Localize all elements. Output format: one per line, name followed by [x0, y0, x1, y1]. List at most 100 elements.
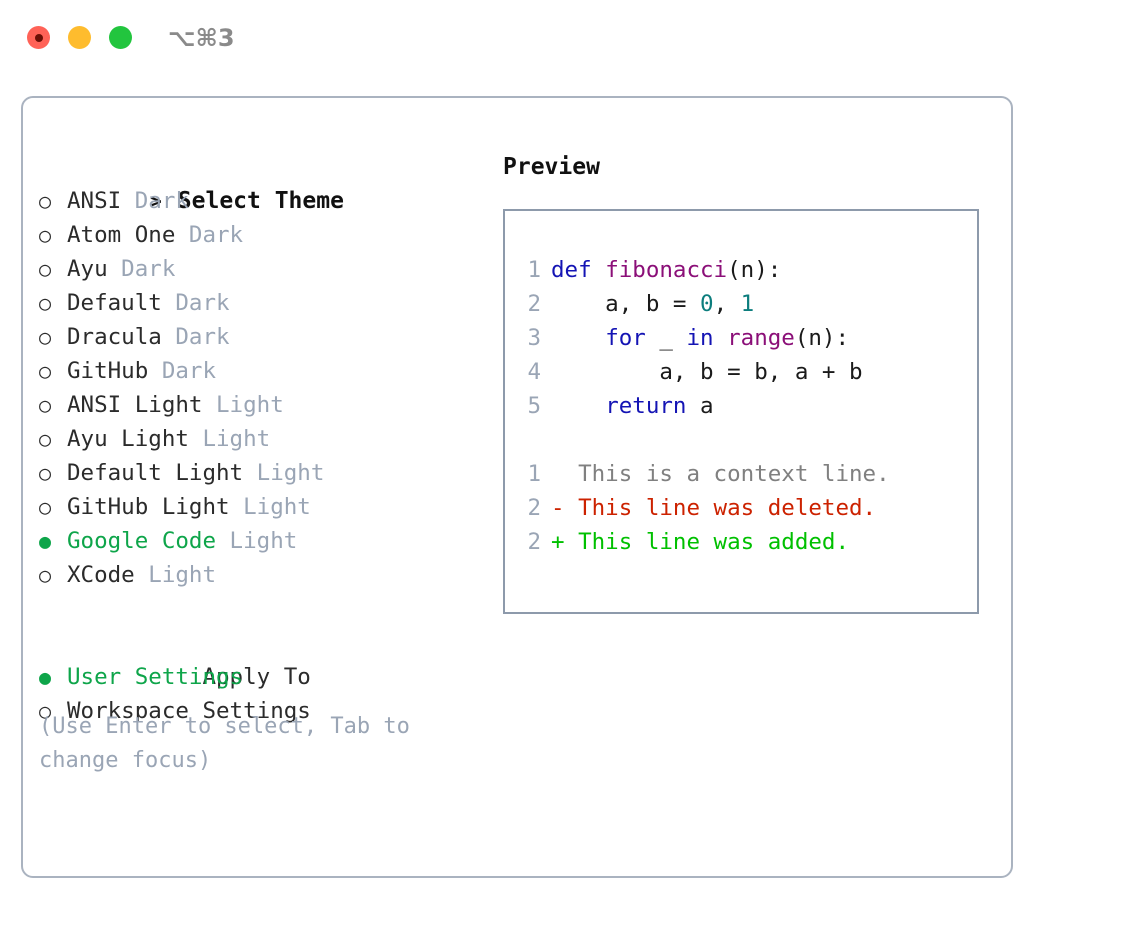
code-line: 3 for _ in range(n): — [505, 321, 977, 355]
code-token-kw: for — [605, 325, 646, 351]
select-theme-heading-label: Select Theme — [177, 188, 344, 214]
code-token-plain: a — [686, 393, 714, 419]
apply-to-section: ○Apply To ● User Settings ○ Workspace Setti… — [39, 626, 479, 728]
radio-unselected-icon[interactable]: ○ — [39, 495, 52, 519]
code-token-fn: range — [727, 325, 795, 351]
theme-kind-badge: Light — [216, 528, 298, 554]
prompt-caret-icon: > — [149, 189, 162, 213]
theme-list-item[interactable]: ○XCode Light — [39, 558, 479, 592]
diff-line: 2- This line was deleted. — [505, 491, 977, 525]
code-line-number: 1 — [527, 257, 541, 283]
theme-kind-badge: Light — [229, 494, 311, 520]
radio-unselected-icon[interactable]: ○ — [39, 257, 52, 281]
code-line-number: 5 — [527, 393, 541, 419]
radio-unselected-icon[interactable]: ○ — [39, 325, 52, 349]
radio-unselected-icon[interactable]: ○ — [39, 393, 52, 417]
close-button-icon[interactable] — [27, 26, 50, 49]
apply-to-option-label: Workspace Settings — [67, 698, 311, 724]
code-token-plain — [551, 393, 605, 419]
theme-name-label: XCode — [67, 562, 135, 588]
code-token-plain: a, b = — [551, 291, 701, 317]
theme-list-item[interactable]: ○ Ayu Light Light — [39, 422, 479, 456]
theme-kind-badge: Light — [243, 460, 325, 486]
diff-sign: + — [551, 529, 565, 555]
theme-kind-badge: Dark — [148, 358, 217, 384]
theme-kind-badge: Light — [188, 426, 271, 452]
theme-list-item[interactable]: ○ANSI Dark — [39, 184, 479, 218]
code-line-number: 4 — [527, 359, 541, 385]
window-shortcut-label: ⌥⌘3 — [168, 24, 235, 52]
theme-list[interactable]: ○ANSI Dark○Atom One Dark○Ayu Dark○Defaul… — [39, 184, 479, 592]
preview-heading-label: Preview — [503, 154, 600, 180]
radio-unselected-icon[interactable]: ○ — [39, 189, 52, 213]
radio-unselected-icon[interactable]: ○ — [39, 223, 52, 247]
radio-selected-icon[interactable]: ● — [39, 665, 52, 689]
apply-to-option[interactable]: ○ Workspace Settings — [39, 694, 479, 728]
theme-list-item[interactable]: ●Google Code Light — [39, 524, 479, 558]
code-token-num: 0 — [700, 291, 714, 317]
theme-list-item[interactable]: ○Ayu Dark — [39, 252, 479, 286]
diff-line-text: This is a context line. — [564, 461, 890, 487]
apply-to-heading: ○Apply To — [39, 626, 479, 690]
radio-unselected-icon[interactable]: ○ — [39, 359, 52, 383]
theme-name-label: Ayu — [67, 256, 108, 282]
diff-sign — [551, 461, 565, 487]
theme-list-item[interactable]: ○Atom One Dark — [39, 218, 479, 252]
code-token-num: 1 — [740, 291, 755, 317]
minimize-button-icon[interactable] — [68, 26, 91, 49]
code-token-plain: (n): — [727, 257, 782, 283]
theme-name-label: ANSI Light — [67, 392, 203, 418]
code-token-kw: def — [551, 257, 592, 283]
diff-line-number: 2 — [527, 495, 541, 521]
diff-line-text: This line was added. — [564, 529, 850, 555]
theme-kind-badge: Dark — [161, 324, 230, 350]
theme-list-item[interactable]: ○Default Light Light — [39, 456, 479, 490]
theme-list-item[interactable]: ○ GitHub Dark — [39, 354, 479, 388]
radio-unselected-icon[interactable]: ○ — [39, 461, 52, 485]
code-token-kw: in — [686, 325, 714, 351]
code-line-number: 3 — [527, 325, 541, 351]
code-token-plain: a, b = b, a + b — [551, 359, 863, 385]
theme-kind-badge: Dark — [161, 290, 230, 316]
code-token-plain — [714, 325, 728, 351]
theme-list-item[interactable]: ○ Dracula Dark — [39, 320, 479, 354]
theme-name-label: Ayu Light — [67, 426, 189, 452]
traffic-light-group — [27, 26, 132, 49]
theme-list-item[interactable]: ○ ANSI Light Light — [39, 388, 479, 422]
diff-line: 1 This is a context line. — [505, 457, 977, 491]
radio-unselected-icon[interactable]: ○ — [39, 563, 52, 587]
theme-kind-badge: Light — [202, 392, 284, 418]
apply-to-heading-label: Apply To — [202, 664, 311, 690]
code-line: 2 a, b = 0, 1 — [505, 287, 977, 321]
theme-list-item[interactable]: ○ Default Dark — [39, 286, 479, 320]
theme-name-label: GitHub Light — [67, 494, 230, 520]
radio-unselected-icon[interactable]: ○ — [39, 291, 52, 315]
diff-line-number: 2 — [527, 529, 541, 555]
theme-name-label: Default — [67, 290, 162, 316]
radio-selected-icon[interactable]: ● — [39, 529, 52, 553]
diff-line: 2 + This line was added. — [505, 525, 977, 559]
code-line-number: 2 — [527, 291, 541, 317]
maximize-button-icon[interactable] — [109, 26, 132, 49]
select-theme-heading: > Select Theme — [39, 150, 479, 214]
code-token-plain — [551, 325, 605, 351]
title-bar: ⌥⌘3 — [0, 0, 1140, 80]
apply-to-option[interactable]: ● User Settings — [39, 660, 479, 694]
theme-name-label: Dracula — [67, 324, 162, 350]
apply-to-option-label: User Settings — [67, 664, 244, 690]
apply-to-options[interactable]: ● User Settings ○ Workspace Settings — [39, 660, 479, 728]
main-panel: >Select Theme ○ANSI Dark○Atom One Dark○A… — [21, 96, 1013, 878]
preview-spacer — [505, 423, 977, 457]
theme-list-item[interactable]: ○ GitHub Light Light — [39, 490, 479, 524]
theme-name-label: GitHub — [67, 358, 149, 384]
radio-unselected-icon[interactable]: ○ — [39, 427, 52, 451]
code-token-plain: (n): — [794, 325, 850, 351]
code-line: 4 a, b = b, a + b — [505, 355, 977, 389]
code-line: 5 return a — [505, 389, 977, 423]
radio-unselected-icon[interactable]: ○ — [39, 699, 52, 723]
